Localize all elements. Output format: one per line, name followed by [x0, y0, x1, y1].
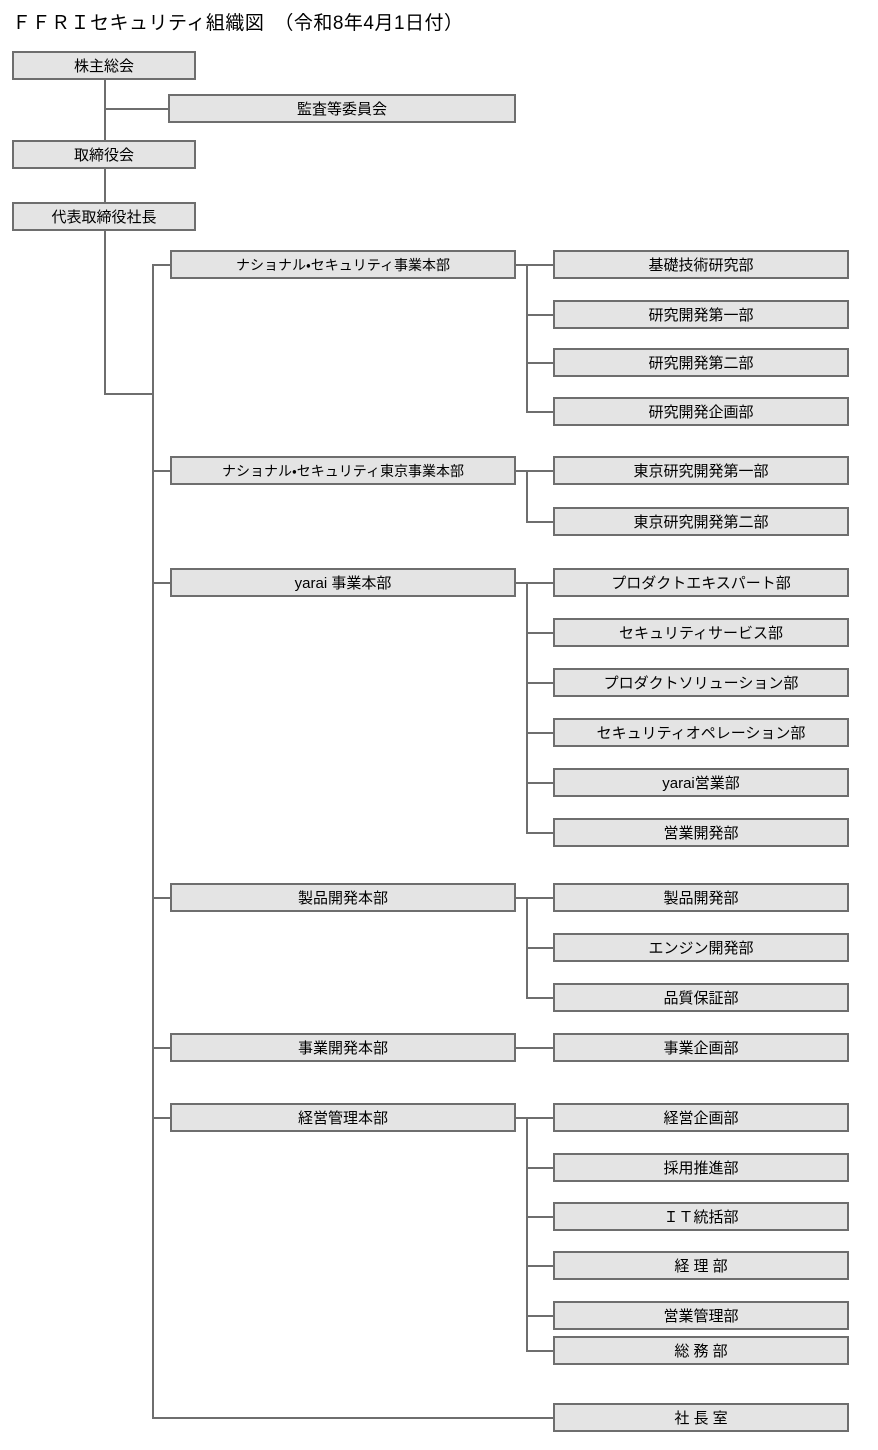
node-department-3-1[interactable]: エンジン開発部 [553, 933, 849, 962]
node-department-2-3[interactable]: セキュリティオペレーション部 [553, 718, 849, 747]
connector-sub-5-4 [526, 1315, 553, 1317]
connector-sub-1-1 [526, 521, 553, 523]
node-department-0-0[interactable]: 基礎技術研究部 [553, 250, 849, 279]
connector-shareholders-to-board [104, 80, 106, 140]
connector-subspine-1 [526, 470, 528, 522]
connector-sub-2-1 [526, 632, 553, 634]
connector-main-spine [152, 264, 154, 1419]
node-department-0-3[interactable]: 研究開発企画部 [553, 397, 849, 426]
node-department-5-2[interactable]: ＩＴ統括部 [553, 1202, 849, 1231]
node-division-5[interactable]: 経営管理本部 [170, 1103, 516, 1132]
connector-sub-5-1 [526, 1167, 553, 1169]
node-department-1-1[interactable]: 東京研究開発第二部 [553, 507, 849, 536]
connector-shareholders-to-audit [104, 108, 168, 110]
connector-sub-5-2 [526, 1216, 553, 1218]
connector-division-3-to-sub [516, 897, 553, 899]
connector-spine-to-division-2 [152, 582, 170, 584]
connector-sub-0-2 [526, 362, 553, 364]
connector-sub-5-5 [526, 1350, 553, 1352]
connector-subspine-2 [526, 582, 528, 832]
node-department-2-4[interactable]: yarai営業部 [553, 768, 849, 797]
node-department-5-4[interactable]: 営業管理部 [553, 1301, 849, 1330]
node-department-5-3[interactable]: 経 理 部 [553, 1251, 849, 1280]
connector-division-2-to-sub [516, 582, 553, 584]
connector-sub-3-1 [526, 947, 553, 949]
connector-division-5-to-sub [516, 1117, 553, 1119]
connector-sub-2-4 [526, 782, 553, 784]
node-shareholders-meeting[interactable]: 株主総会 [12, 51, 196, 80]
connector-president-down [104, 231, 106, 395]
connector-division-4-to-sub [516, 1047, 553, 1049]
node-president[interactable]: 代表取締役社長 [12, 202, 196, 231]
node-department-5-5[interactable]: 総 務 部 [553, 1336, 849, 1365]
connector-subspine-5 [526, 1117, 528, 1350]
node-department-2-0[interactable]: プロダクトエキスパート部 [553, 568, 849, 597]
connector-spine-to-division-3 [152, 897, 170, 899]
node-department-2-1[interactable]: セキュリティサービス部 [553, 618, 849, 647]
node-department-0-2[interactable]: 研究開発第二部 [553, 348, 849, 377]
node-department-2-5[interactable]: 営業開発部 [553, 818, 849, 847]
node-department-0-1[interactable]: 研究開発第一部 [553, 300, 849, 329]
node-department-3-2[interactable]: 品質保証部 [553, 983, 849, 1012]
node-department-1-0[interactable]: 東京研究開発第一部 [553, 456, 849, 485]
node-board-of-directors[interactable]: 取締役会 [12, 140, 196, 169]
connector-spine-to-division-1 [152, 470, 170, 472]
page-title: ＦＦＲＩセキュリティ組織図 （令和8年4月1日付） [12, 13, 464, 34]
node-department-2-2[interactable]: プロダクトソリューション部 [553, 668, 849, 697]
connector-subspine-0 [526, 264, 528, 411]
node-audit-committee[interactable]: 監査等委員会 [168, 94, 516, 123]
connector-sub-2-3 [526, 732, 553, 734]
connector-spine-to-division-5 [152, 1117, 170, 1119]
node-department-5-0[interactable]: 経営企画部 [553, 1103, 849, 1132]
connector-division-0-to-sub [516, 264, 553, 266]
connector-spine-to-presidents-office [152, 1417, 553, 1419]
connector-sub-2-2 [526, 682, 553, 684]
connector-spine-to-division-0 [152, 264, 170, 266]
connector-spine-to-division-4 [152, 1047, 170, 1049]
connector-sub-3-2 [526, 997, 553, 999]
connector-sub-2-5 [526, 832, 553, 834]
connector-sub-0-1 [526, 314, 553, 316]
node-division-4[interactable]: 事業開発本部 [170, 1033, 516, 1062]
node-department-5-1[interactable]: 採用推進部 [553, 1153, 849, 1182]
node-department-4-0[interactable]: 事業企画部 [553, 1033, 849, 1062]
node-division-2[interactable]: yarai 事業本部 [170, 568, 516, 597]
connector-sub-5-3 [526, 1265, 553, 1267]
node-direct-unit-0[interactable]: 社 長 室 [553, 1403, 849, 1432]
node-department-3-0[interactable]: 製品開発部 [553, 883, 849, 912]
node-division-1[interactable]: ナショナル・セキュリティ東京事業本部 [170, 456, 516, 485]
connector-division-1-to-sub [516, 470, 553, 472]
node-division-3[interactable]: 製品開発本部 [170, 883, 516, 912]
connector-president-to-spine [104, 393, 154, 395]
node-division-0[interactable]: ナショナル・セキュリティ事業本部 [170, 250, 516, 279]
connector-sub-0-3 [526, 411, 553, 413]
connector-board-to-president [104, 169, 106, 202]
